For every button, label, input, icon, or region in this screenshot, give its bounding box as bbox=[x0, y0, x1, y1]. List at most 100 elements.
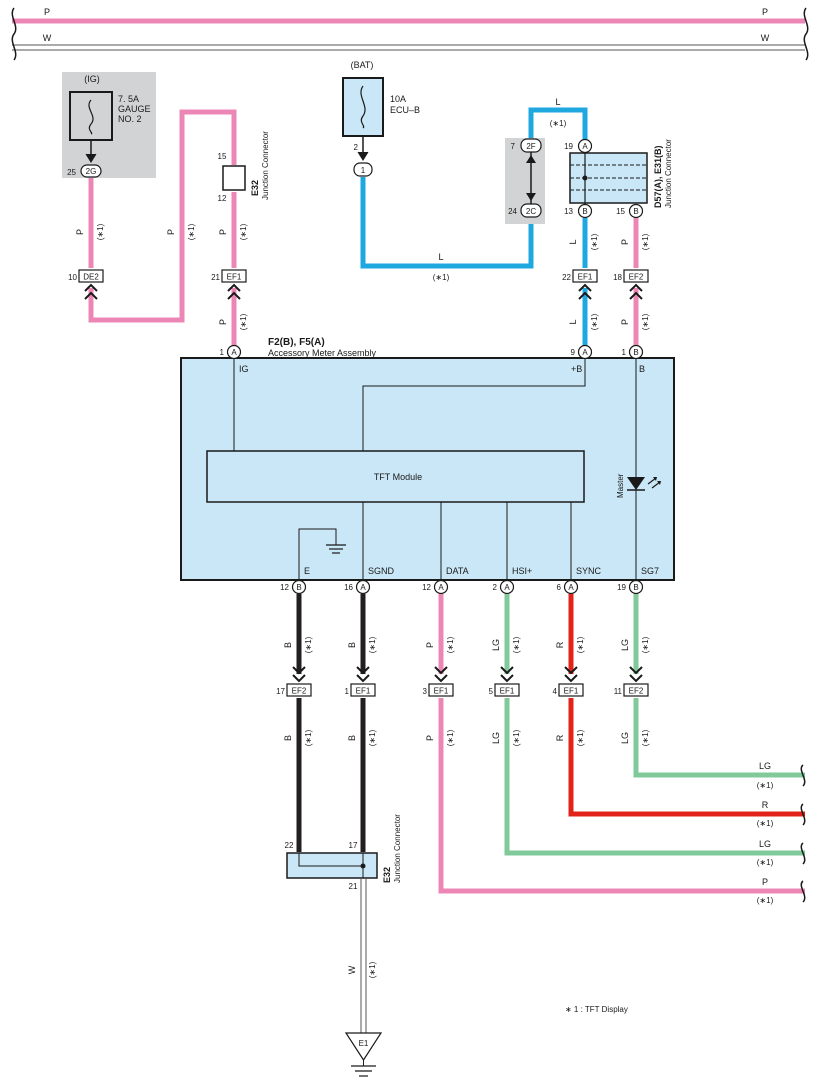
meter-bottom-pin-1-circle bbox=[355, 579, 371, 595]
plus-b-wire-color-2: L bbox=[568, 319, 578, 324]
data-note-1: (∗1) bbox=[446, 636, 455, 653]
data-right-color: P bbox=[762, 877, 768, 887]
relay-pin-bottom: 24 bbox=[508, 207, 517, 216]
e32-bottom-internal bbox=[298, 853, 364, 867]
inline-bottom-connector-3-chevron-icon bbox=[500, 674, 514, 683]
d57-conn-b2 bbox=[628, 203, 644, 219]
sync-note-1: (∗1) bbox=[576, 636, 585, 653]
meter-bottom-pin-3-pin: 2 bbox=[493, 583, 498, 592]
meter-name: Accessory Meter Assembly bbox=[268, 348, 377, 358]
meter-bottom-pin-label-5: SG7 bbox=[641, 566, 659, 576]
ig-wire-note-1: (∗1) bbox=[96, 223, 105, 240]
inline-bottom-connector-4: 4 EF1 bbox=[553, 666, 584, 697]
hsi-right-note: (∗1) bbox=[757, 858, 774, 867]
e32-top-pin-in: 15 bbox=[218, 152, 227, 161]
b-wire-note-2: (∗1) bbox=[641, 313, 650, 330]
inline-bottom-connector-2-chevron-icon bbox=[434, 674, 448, 683]
sync-wire-lower bbox=[568, 698, 805, 817]
sg7-wire-lower bbox=[633, 698, 805, 778]
e32-bottom-pin-b: 17 bbox=[349, 841, 358, 850]
meter-bottom-pin-label-0: E bbox=[304, 566, 310, 576]
bus-w-label-right: W bbox=[761, 33, 770, 43]
data-note-2: (∗1) bbox=[446, 729, 455, 746]
sync-note-2: (∗1) bbox=[576, 729, 585, 746]
led-icon bbox=[627, 477, 645, 490]
inline-bottom-connector-4-id: EF1 bbox=[564, 687, 579, 696]
meter-bottom-pin-2-pin: 12 bbox=[422, 583, 431, 592]
sgnd-color-1: B bbox=[347, 642, 357, 648]
relay-pin-top: 7 bbox=[511, 142, 516, 151]
sgnd-note-1: (∗1) bbox=[368, 636, 377, 653]
bat-fuse-name: ECU–B bbox=[390, 105, 420, 115]
ig-fuse-number: NO. 2 bbox=[118, 114, 142, 124]
inline-bottom-connector-0-pin: 17 bbox=[276, 687, 285, 696]
e32-top-pin-out: 12 bbox=[218, 194, 227, 203]
inline-bottom-connector-2-id: EF1 bbox=[434, 687, 449, 696]
sg7-note-2: (∗1) bbox=[641, 729, 650, 746]
e-internal-line bbox=[298, 528, 337, 580]
meter-bottom-pin-4-circle bbox=[563, 579, 579, 595]
bat-wire-fuse-to-2c bbox=[360, 177, 534, 269]
plus-b-wire-color-1: L bbox=[568, 239, 578, 244]
inline-top-connector-2-pin: 22 bbox=[562, 273, 571, 282]
ig-fuse-name: GAUGE bbox=[118, 104, 151, 114]
e-color-1: B bbox=[283, 642, 293, 648]
bat-top-wire-label: L bbox=[555, 97, 560, 107]
inline-bottom-connector-4-pin: 4 bbox=[553, 687, 558, 696]
bottom-wire-labels: B (∗1) B (∗1) P (∗1) LG (∗1) R (∗1) LG (… bbox=[283, 636, 650, 746]
d57-junction-connector: 19 A 13 B 15 B D57(A), E31(B) Junction C… bbox=[564, 139, 673, 219]
inline-top-connector-2-id: EF1 bbox=[578, 273, 593, 282]
sync-color-2: R bbox=[555, 734, 565, 741]
inline-top-connector-2: 22 EF1 bbox=[562, 269, 598, 300]
relay-arrow-up-icon bbox=[526, 155, 536, 163]
meter-bottom-pin-1-pin: 16 bbox=[344, 583, 353, 592]
inline-bottom-connector-4-chevron-icon bbox=[564, 666, 578, 675]
inline-bottom-connector-3-box bbox=[494, 683, 520, 697]
e32-wire-color: P bbox=[218, 229, 228, 235]
inline-top-connector-0-pin: 10 bbox=[68, 273, 77, 282]
ig-fuse-connector bbox=[80, 164, 102, 178]
ig-wire-color-1: P bbox=[75, 229, 85, 235]
bat-fuse-connector-id: 1 bbox=[361, 166, 366, 175]
data-color-1: P bbox=[425, 642, 435, 648]
ig-supply-label: (IG) bbox=[84, 74, 100, 84]
meter-top-pin-label-2: B bbox=[639, 364, 645, 374]
d57-pin-a: 19 bbox=[564, 142, 573, 151]
ground-wire-color: W bbox=[347, 965, 357, 974]
inline-bottom-connector-4-chevron-icon bbox=[564, 674, 578, 683]
bat-fuse-rating: 10A bbox=[390, 94, 406, 104]
master-led: Master bbox=[616, 473, 661, 498]
bat-top-wire-note: (∗1) bbox=[550, 119, 567, 128]
ig-fuse-rating: 7. 5A bbox=[118, 94, 139, 104]
meter-bottom-pin-3-circle bbox=[499, 579, 515, 595]
meter-top-pin-1-circle bbox=[577, 344, 593, 360]
meter-bottom-pin-label-3: HSI+ bbox=[512, 566, 532, 576]
b-wire-note-1: (∗1) bbox=[641, 233, 650, 250]
sgnd-color-2: B bbox=[347, 735, 357, 741]
ig-fuse-pin: 25 bbox=[67, 168, 76, 177]
footnote: ∗ 1 : TFT Display bbox=[565, 1005, 628, 1014]
e32-top-connector: 15 12 E32 Junction Connector bbox=[218, 131, 270, 203]
data-color-2: P bbox=[425, 735, 435, 741]
meter-bottom-pin-label-2: DATA bbox=[446, 566, 469, 576]
inline-bottom-connector-3-id: EF1 bbox=[500, 687, 515, 696]
ig-fuse-block: (IG) 7. 5A GAUGE NO. 2 25 2G bbox=[62, 72, 156, 178]
inline-bottom-connector-0-chevron-icon bbox=[292, 674, 306, 683]
meter-top-pin-label-1: +B bbox=[571, 364, 582, 374]
accessory-meter-assembly: F2(B), F5(A) Accessory Meter Assembly TF… bbox=[180, 337, 675, 581]
data-right-note: (∗1) bbox=[757, 896, 774, 905]
e32-top-name: Junction Connector bbox=[261, 131, 270, 200]
loop-wire-note: (∗1) bbox=[187, 223, 196, 240]
ig-fuse-connector-id: 2G bbox=[86, 167, 97, 176]
